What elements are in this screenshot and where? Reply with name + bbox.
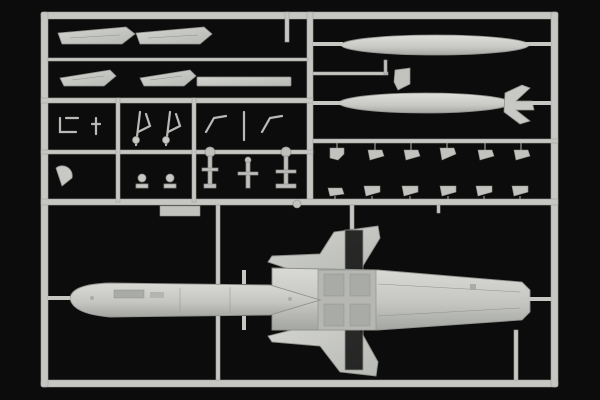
wing-panels-top-left xyxy=(57,26,292,87)
pylon-parts-row-upper xyxy=(329,147,531,161)
small-hardpoint-parts xyxy=(159,199,302,217)
sprue-frame xyxy=(40,11,559,388)
tank-pylon xyxy=(383,59,411,91)
wing-panel-lines xyxy=(69,34,199,81)
wheel-parts xyxy=(55,136,177,189)
strut-assemblies xyxy=(201,146,297,189)
pylon-parts-row-lower xyxy=(327,185,529,197)
fuselage-nose-section xyxy=(69,282,322,318)
wing-half-lower xyxy=(267,325,379,377)
fuselage-attach-gates xyxy=(48,270,551,330)
sprue-gates xyxy=(334,143,522,199)
fuselage-center-body xyxy=(271,267,531,331)
drop-tank-upper xyxy=(313,34,551,56)
drop-tank-lower xyxy=(313,84,551,125)
